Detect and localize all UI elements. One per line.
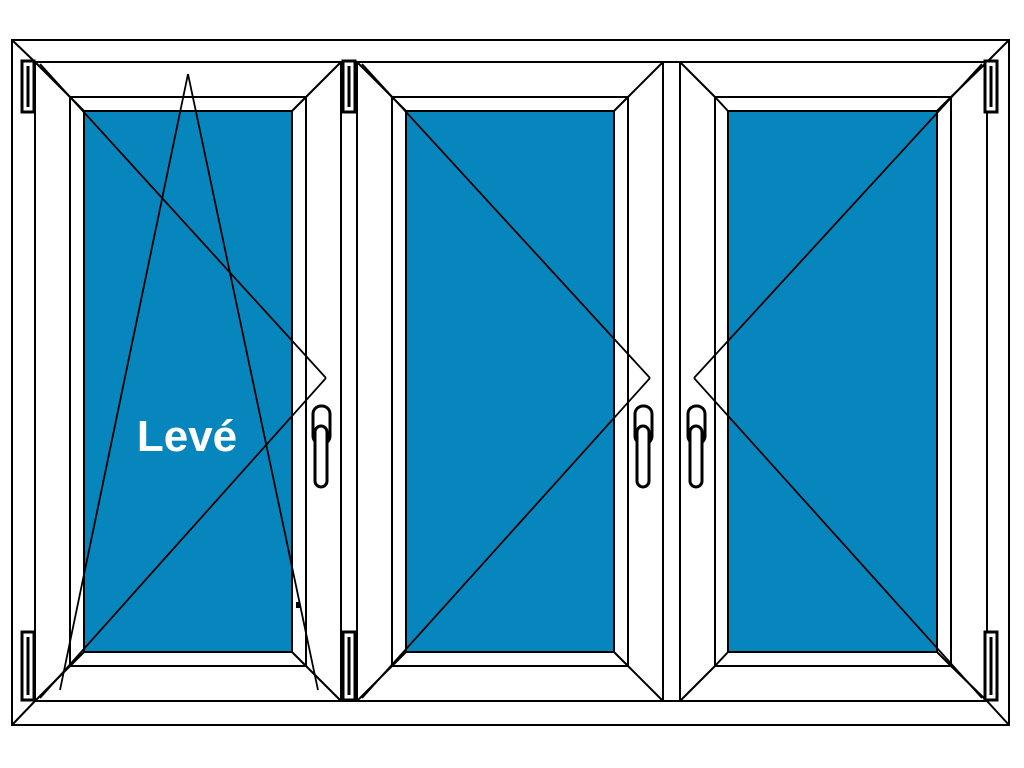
sash-label: Levé [137, 412, 237, 461]
sash-middle [356, 61, 664, 702]
mullion [662, 61, 681, 702]
opening-symbol-left-turn [39, 63, 327, 699]
hinge-middle-top [341, 59, 357, 114]
hinge-middle-bottom [341, 630, 357, 702]
opening-symbol-middle-turn [361, 63, 651, 699]
handle-left [311, 404, 332, 489]
opening-symbol-left-tilt [59, 73, 319, 691]
glass-pane-middle [405, 110, 615, 653]
handle-middle [633, 404, 654, 489]
opening-symbol-right-turn [693, 63, 983, 699]
hinge-right-top [983, 59, 999, 114]
glass-pane-right [727, 110, 938, 653]
sash-right [679, 61, 988, 702]
hinge-left-top [20, 59, 36, 114]
sash-left: Levé [34, 61, 342, 702]
hinge-left-bottom [20, 630, 36, 702]
hinge-right-bottom [983, 630, 999, 702]
glass-pane-left [83, 110, 293, 653]
handle-right [686, 404, 707, 489]
